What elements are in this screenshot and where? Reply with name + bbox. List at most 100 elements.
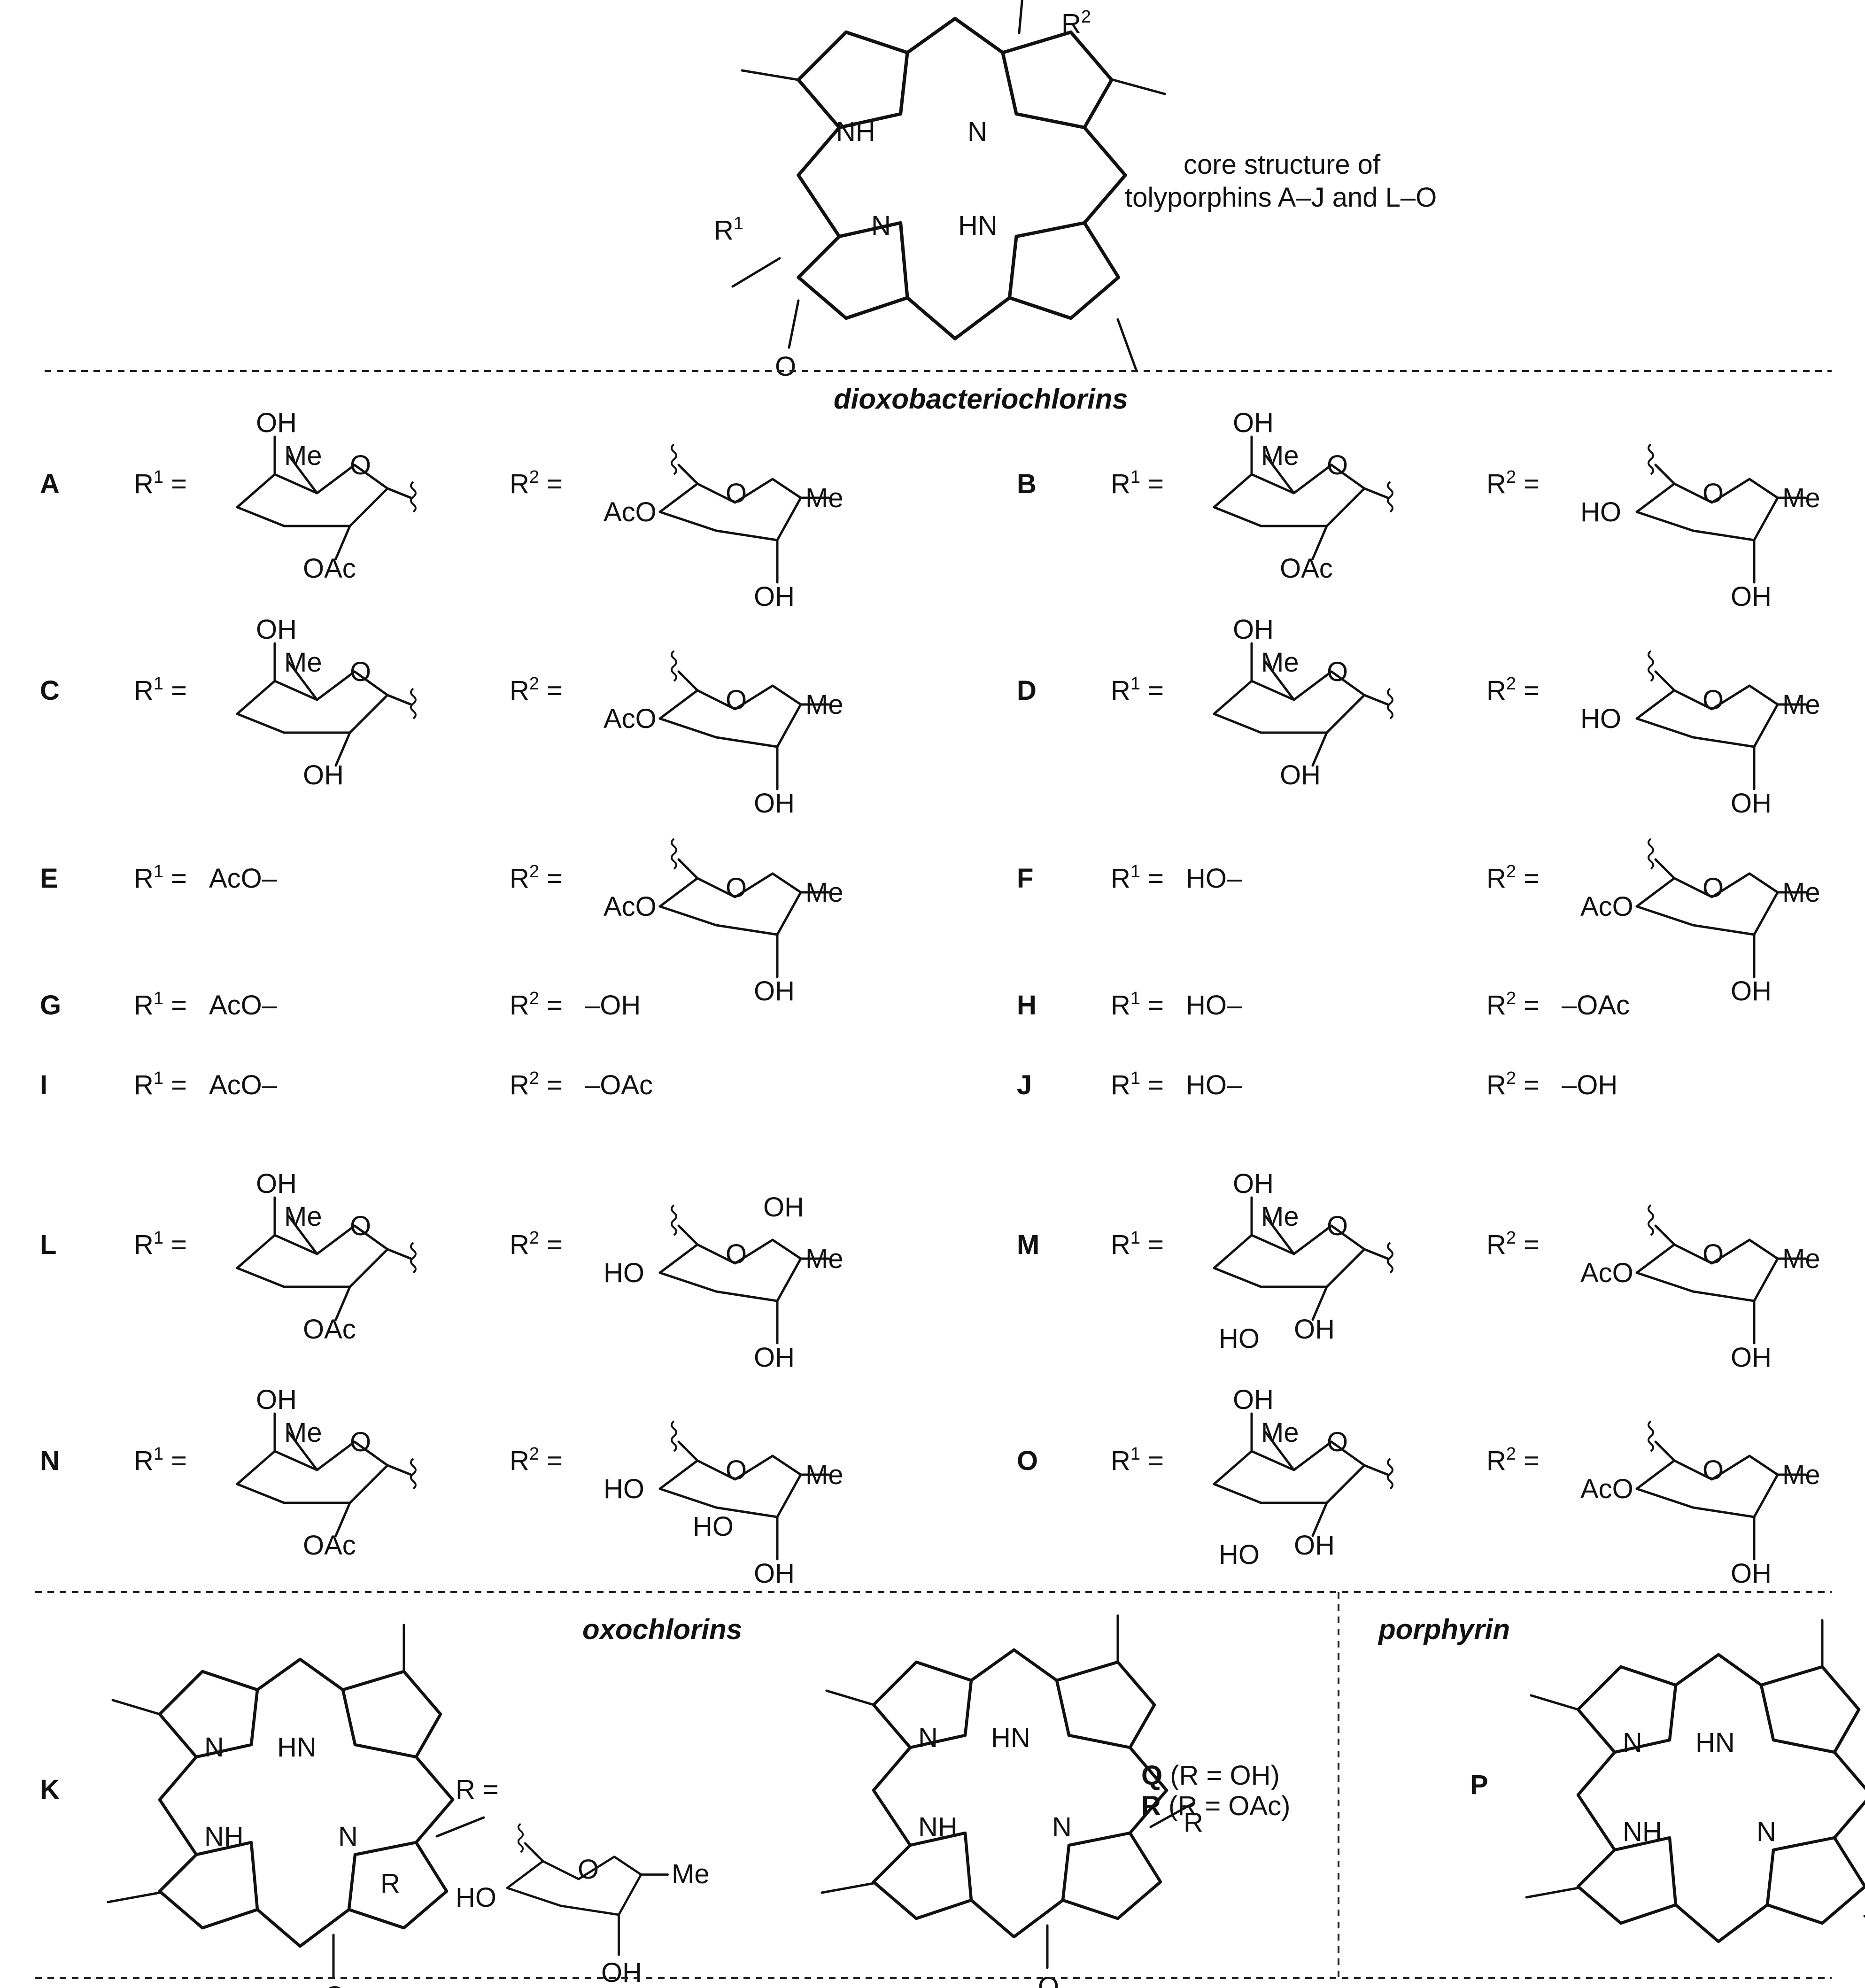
- r2-value-G: –OH: [585, 990, 641, 1021]
- r1-label-E: R1 =: [134, 862, 187, 894]
- entry-label-H: H: [1017, 990, 1037, 1021]
- r1-sugar-A-ring-o: O: [350, 450, 371, 480]
- p-n-atom: N: [1623, 1727, 1642, 1758]
- r1-label-J: R1 =: [1111, 1068, 1164, 1100]
- label-Q-line: Q (R = OH): [1141, 1760, 1280, 1791]
- entry-label-N: N: [40, 1446, 60, 1476]
- core-n-atom-2: N: [871, 210, 891, 241]
- label-R-line: R (R = OAc): [1141, 1791, 1290, 1821]
- r2-sugar-C-oh: OH: [754, 788, 795, 819]
- core-description-line1: core structure of: [1184, 149, 1381, 180]
- r2-label-J: R2 =: [1486, 1068, 1540, 1100]
- r1-sugar-N-sub: OAc: [303, 1530, 356, 1561]
- r2-sugar-B-sub: HO: [1580, 497, 1621, 527]
- r2-label-C: R2 =: [510, 674, 563, 706]
- core-o-atom-2: O: [775, 351, 796, 382]
- k-hn-atom: HN: [277, 1732, 317, 1763]
- k-n-atom: N: [204, 1732, 224, 1763]
- k-nh-atom: NH: [204, 1821, 244, 1852]
- r1-sugar-C-oh: OH: [256, 614, 297, 645]
- r1-sugar-C-ring-o: O: [350, 657, 371, 687]
- r1-sugar-B-sub: OAc: [1280, 553, 1333, 584]
- structure-K: N HN NH N O R: [107, 1624, 485, 1988]
- r1-label-A: R1 =: [134, 467, 187, 499]
- r1-sugar-A-sub: OAc: [303, 553, 356, 584]
- r1-sugar-M-sub: OH: [1294, 1314, 1335, 1345]
- r1-sugar-D-me: Me: [1261, 647, 1299, 678]
- k-n-atom-2: N: [338, 1821, 358, 1852]
- r1-sugar-A-me: Me: [284, 441, 322, 471]
- qr-hn-atom: HN: [991, 1723, 1030, 1753]
- r2-label-B: R2 =: [1486, 467, 1540, 499]
- r2-sugar-B-me: Me: [1782, 483, 1820, 513]
- r2-sugar-N-oh: OH: [754, 1558, 795, 1589]
- r1-label-B: R1 =: [1111, 467, 1164, 499]
- r2-sugar-L-sub: HO: [604, 1258, 644, 1288]
- r2-sugar-N-ring-o: O: [726, 1455, 747, 1485]
- r2-sugar-L-me: Me: [805, 1244, 844, 1274]
- r2-value-J: –OH: [1562, 1070, 1617, 1100]
- structure-P: N HN NH N: [1525, 1619, 1865, 1942]
- r2-label-L: R2 =: [510, 1228, 563, 1260]
- r2-sugar-L-oh: OH: [754, 1342, 795, 1373]
- r2-sugar-M-ring-o: O: [1702, 1239, 1724, 1269]
- r1-sugar-D-sub: OH: [1280, 760, 1321, 790]
- r1-sugar-L-sub: OAc: [303, 1314, 356, 1345]
- r1-label-D: R1 =: [1111, 674, 1164, 706]
- entry-label-I: I: [40, 1070, 47, 1100]
- entry-label-C: C: [40, 675, 60, 706]
- r2-sugar-D-sub: HO: [1580, 704, 1621, 734]
- r2-label-I: R2 =: [510, 1068, 563, 1100]
- p-n-atom-2: N: [1757, 1817, 1776, 1847]
- entry-label-O: O: [1017, 1446, 1038, 1476]
- r1-sugar-L-ring-o: O: [350, 1211, 371, 1241]
- r2-label-N: R2 =: [510, 1444, 563, 1476]
- entry-label-F: F: [1017, 863, 1033, 894]
- r1-sugar-N-me: Me: [284, 1417, 322, 1448]
- label-P: P: [1470, 1770, 1488, 1800]
- r1-label-L: R1 =: [134, 1228, 187, 1260]
- r2-sugar-B-oh: OH: [1731, 581, 1772, 612]
- k-sugar-ho: HO: [456, 1882, 496, 1913]
- r2-sugar-O-ring-o: O: [1702, 1455, 1724, 1485]
- p-hn-atom: HN: [1695, 1727, 1735, 1758]
- r1-sugar-M-me: Me: [1261, 1201, 1299, 1232]
- r2-sugar-L-ring-o: O: [726, 1239, 747, 1269]
- r2-sugar-N-sub: HO: [604, 1474, 644, 1504]
- entry-label-E: E: [40, 863, 58, 894]
- core-nh-atom: NH: [836, 116, 875, 147]
- r2-sugar-C-ring-o: O: [726, 685, 747, 715]
- r1-value-I: AcO–: [209, 1070, 278, 1100]
- core-hn-atom: HN: [958, 210, 998, 241]
- entry-label-G: G: [40, 990, 61, 1021]
- r2-label-O: R2 =: [1486, 1444, 1540, 1476]
- k-sugar-oh: OH: [601, 1957, 642, 1988]
- r1-sugar-N-oh: OH: [256, 1385, 297, 1415]
- r1-sugar-A-oh: OH: [256, 408, 297, 438]
- r2-sugar-O-oh: OH: [1731, 1558, 1772, 1589]
- entry-label-L: L: [40, 1230, 56, 1260]
